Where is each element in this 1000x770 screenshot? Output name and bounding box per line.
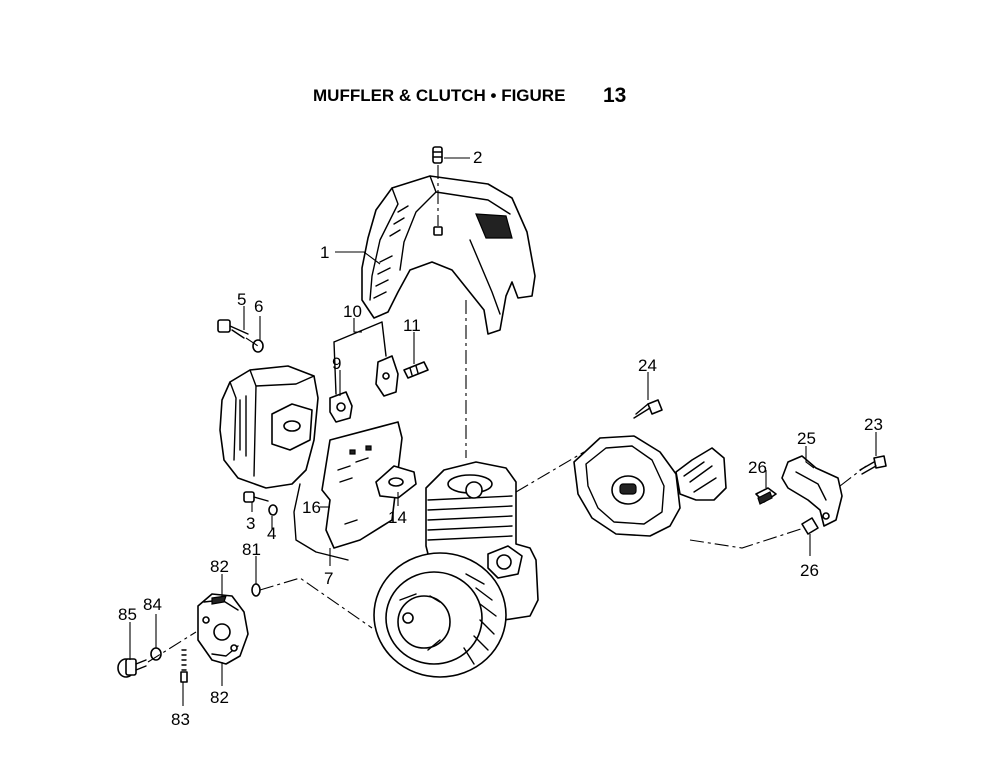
callout-7: 7 bbox=[324, 569, 333, 588]
callout-5: 5 bbox=[237, 290, 246, 309]
callout-82-lower: 82 bbox=[210, 688, 229, 707]
clutch-shoe-assembly-part bbox=[197, 593, 249, 665]
heat-shield-part bbox=[321, 421, 403, 549]
bolt-3-part bbox=[243, 491, 269, 503]
starter-housing-part bbox=[573, 435, 727, 537]
washer-84-part bbox=[150, 647, 162, 661]
axis-muffler-bolt bbox=[245, 337, 259, 347]
cover-screw-part bbox=[432, 146, 443, 236]
bolt-24-part bbox=[633, 399, 663, 419]
callout-26-lower: 26 bbox=[800, 561, 819, 580]
callout-85: 85 bbox=[118, 605, 137, 624]
muffler-part bbox=[219, 365, 319, 489]
axis-starter-bracket bbox=[689, 527, 805, 549]
axis-engine-starter bbox=[515, 451, 585, 493]
figure-number: 13 bbox=[603, 84, 626, 107]
callout-16: 16 bbox=[302, 498, 321, 517]
callout-24: 24 bbox=[638, 356, 657, 375]
bolt-85-part bbox=[117, 658, 147, 678]
callout-10: 10 bbox=[343, 302, 362, 321]
gasket-14-part bbox=[375, 465, 417, 499]
callout-9: 9 bbox=[332, 354, 341, 373]
callout-4: 4 bbox=[267, 524, 276, 543]
figure-title: MUFFLER & CLUTCH • FIGURE bbox=[313, 86, 565, 105]
nut-26-upper-part bbox=[755, 487, 777, 505]
callout-23: 23 bbox=[864, 415, 883, 434]
axis-clutch-flywheel bbox=[259, 577, 373, 629]
callout-1: 1 bbox=[320, 243, 329, 262]
bolt-5-part bbox=[217, 319, 249, 339]
leader-lines bbox=[129, 157, 877, 706]
bolt-23-part bbox=[859, 455, 887, 475]
callout-26-upper: 26 bbox=[748, 458, 767, 477]
axis-bracket-bolt bbox=[839, 465, 867, 487]
bolt-11-part bbox=[403, 361, 429, 379]
callout-6: 6 bbox=[254, 297, 263, 316]
top-cover-part bbox=[361, 175, 536, 335]
nut-26-lower-part bbox=[801, 517, 819, 535]
callout-84: 84 bbox=[143, 595, 162, 614]
washer-4-part bbox=[268, 504, 278, 516]
bracket-10-part bbox=[375, 355, 399, 397]
axis-clutch-bolt bbox=[147, 631, 197, 663]
washer-6-part bbox=[252, 339, 264, 353]
callout-2: 2 bbox=[473, 148, 482, 167]
callout-82-upper: 82 bbox=[210, 557, 229, 576]
flywheel-part bbox=[373, 552, 507, 678]
callout-83: 83 bbox=[171, 710, 190, 729]
callout-3: 3 bbox=[246, 514, 255, 533]
callout-14: 14 bbox=[388, 508, 407, 527]
washer-81-part bbox=[251, 583, 261, 597]
callout-81: 81 bbox=[242, 540, 261, 559]
callout-11: 11 bbox=[403, 316, 421, 335]
bracket-25-part bbox=[781, 455, 843, 527]
callout-25: 25 bbox=[797, 429, 816, 448]
gasket-9-part bbox=[329, 391, 353, 423]
clutch-spring-part bbox=[180, 649, 188, 683]
bracket-7 bbox=[293, 483, 349, 561]
